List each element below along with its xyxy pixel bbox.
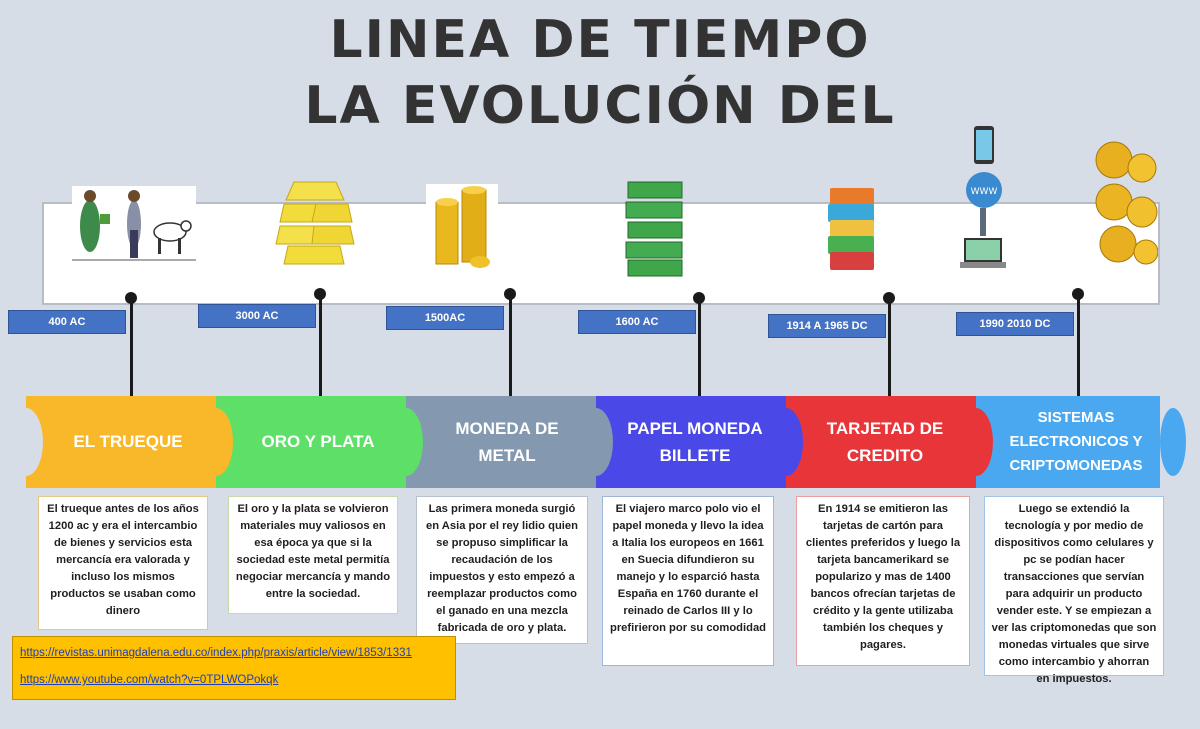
event-description: Las primera moneda surgió en Asia por el… [416, 496, 588, 644]
timeline-dot [693, 292, 705, 304]
page-title-line2: LA EVOLUCIÓN DEL [304, 76, 896, 136]
band-connector [769, 408, 803, 476]
event-title: TARJETAD DE CREDITO [826, 418, 944, 465]
date-label: 1600 AC [578, 310, 696, 334]
date-label: 1914 A 1965 DC [768, 314, 886, 338]
credit-cards-icon [826, 184, 878, 276]
band-connector [959, 408, 993, 476]
event-band-tarjeta-credito: TARJETAD DE CREDITO [786, 396, 976, 488]
crypto-coins-icon [1092, 138, 1158, 270]
banknotes-icon [624, 180, 686, 278]
event-description: El trueque antes de los años 1200 ac y e… [38, 496, 208, 630]
band-connector [579, 408, 613, 476]
reference-links-box: https://revistas.unimagdalena.edu.co/ind… [12, 636, 456, 700]
date-label: 3000 AC [198, 304, 316, 328]
timeline-stem [319, 296, 322, 402]
reference-link[interactable]: https://revistas.unimagdalena.edu.co/ind… [20, 647, 412, 659]
event-description: El viajero marco polo vio el papel moned… [602, 496, 774, 666]
gold-bars-icon [274, 178, 356, 266]
reference-link[interactable]: https://www.youtube.com/watch?v=0TPLWOPo… [20, 674, 279, 686]
page-title-line1: LINEA DE TIEMPO [329, 10, 871, 70]
event-band-papel-moneda: PAPEL MONEDA BILLETE [596, 396, 786, 488]
band-connector [1160, 408, 1186, 476]
band-connector [199, 408, 233, 476]
event-band-moneda-metal: MONEDA DE METAL [406, 396, 596, 488]
timeline-dot [504, 288, 516, 300]
event-title: EL TRUEQUE [73, 432, 183, 452]
event-title: ORO Y PLATA [261, 432, 375, 452]
timeline-stem [509, 296, 512, 402]
barter-people-cows-icon [72, 186, 196, 264]
date-label: 400 AC [8, 310, 126, 334]
event-title: PAPEL MONEDA BILLETE [627, 418, 763, 465]
svg-text:WWW: WWW [971, 187, 998, 197]
event-description: El oro y la plata se volvieron materiale… [228, 496, 398, 614]
gold-coins-icon [426, 184, 498, 270]
timeline-dot [314, 288, 326, 300]
band-notch [9, 408, 43, 476]
timeline-dot [1072, 288, 1084, 300]
band-connector [389, 408, 423, 476]
timeline-stem [130, 300, 133, 402]
event-title: MONEDA DE METAL [455, 418, 559, 465]
event-band-sistemas-electronicos: SISTEMAS ELECTRONICOS Y CRIPTOMONEDAS [976, 396, 1160, 488]
timeline-stem [698, 300, 701, 402]
event-description: Luego se extendió la tecnología y por me… [984, 496, 1164, 685]
event-description: En 1914 se emitieron las tarjetas de car… [796, 496, 970, 666]
event-title: SISTEMAS ELECTRONICOS Y CRIPTOMONEDAS [1009, 409, 1143, 474]
timeline-dot [883, 292, 895, 304]
event-band-trueque: EL TRUEQUE [26, 396, 216, 488]
event-band-oro-plata: ORO Y PLATA [216, 396, 406, 488]
date-label: 1500AC [386, 306, 504, 330]
timeline-stem [1077, 296, 1080, 402]
date-label: 1990 2010 DC [956, 312, 1074, 336]
timeline-stem [888, 300, 891, 402]
devices-crypto-icon: WWW [958, 124, 1008, 274]
timeline-dot [125, 292, 137, 304]
